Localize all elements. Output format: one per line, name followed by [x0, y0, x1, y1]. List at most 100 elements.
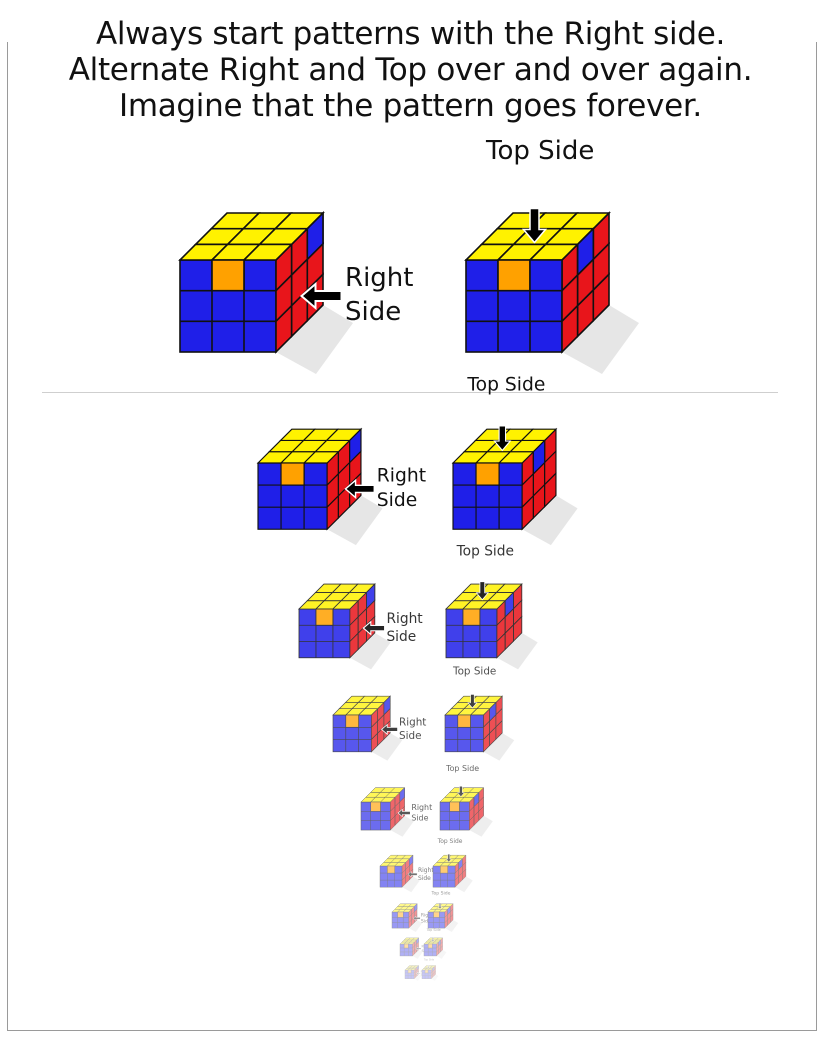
right-face-sticker: [416, 937, 419, 945]
top-face-sticker: [433, 909, 443, 913]
right-face-blue-sticker: [399, 787, 405, 803]
right-side-label: Right: [345, 263, 413, 293]
top-side-arrow-icon: [457, 786, 465, 798]
cube-shadow: [455, 876, 473, 893]
right-face-blue-sticker: [416, 937, 419, 945]
cube-shadow: [431, 974, 439, 981]
front-face: [399, 943, 413, 957]
right-face-sticker: [416, 945, 419, 953]
right-face-sticker: [447, 916, 451, 926]
top-face-sticker: [424, 968, 431, 971]
right-face-sticker: [413, 970, 416, 977]
highlight-sticker: [475, 462, 500, 486]
cube-shadow: [371, 733, 403, 761]
top-face-sticker: [427, 968, 434, 971]
right-side-label: Right: [421, 913, 433, 919]
right-side-label: Right: [418, 867, 434, 874]
right-face-sticker: [444, 908, 448, 918]
top-face-sticker: [409, 966, 415, 969]
top-face-sticker: [425, 939, 433, 943]
top-face-sticker: [413, 965, 420, 968]
right-side-arrow-icon: [415, 946, 422, 951]
right-face-sticker: [462, 868, 467, 881]
top-face-sticker: [421, 968, 428, 971]
right-face-sticker: [450, 903, 454, 913]
top-face-sticker: [429, 966, 435, 969]
top-face-sticker: [397, 909, 407, 913]
right-face-blue-sticker: [458, 858, 463, 870]
top-face-sticker: [405, 906, 415, 910]
section-divider: [42, 392, 778, 393]
right-face-sticker: [415, 966, 418, 972]
right-face-sticker: [440, 941, 443, 949]
top-face-sticker: [403, 937, 411, 941]
right-face-sticker: [436, 945, 439, 953]
right-face-sticker: [416, 941, 419, 949]
cube-right-side: [379, 854, 420, 893]
right-side-label-line2: Side: [399, 730, 421, 742]
right-face-sticker: [430, 973, 433, 980]
right-face-sticker: [450, 908, 454, 918]
cube-shadow: [483, 733, 515, 761]
right-face-sticker: [444, 919, 448, 929]
cube-top-side: [439, 787, 493, 837]
cube-right-side: [178, 211, 353, 374]
top-face-sticker: [424, 965, 430, 968]
right-face-sticker: [413, 973, 416, 980]
right-face-blue-sticker: [414, 903, 418, 913]
right-face-sticker: [413, 968, 416, 974]
top-side-label: Top Side: [466, 374, 545, 395]
right-face-blue-sticker: [504, 591, 514, 618]
top-face-sticker: [407, 965, 413, 968]
right-side-arrow-icon: [380, 723, 399, 736]
right-face-blue-sticker: [489, 701, 497, 722]
cube-top-side: [451, 427, 578, 546]
top-side-arrow-icon: [437, 902, 443, 910]
front-face: [404, 969, 415, 979]
right-face-sticker: [432, 969, 435, 975]
top-face-sticker: [427, 941, 435, 945]
right-face-sticker: [592, 272, 610, 323]
right-face-sticker: [433, 970, 436, 977]
front-face: [391, 911, 409, 929]
highlight-sticker: [433, 911, 440, 918]
right-side-label: Right: [386, 611, 423, 627]
highlight-sticker: [427, 943, 433, 949]
cube-shadow: [469, 815, 493, 837]
top-side-arrow-icon: [445, 853, 452, 863]
top-side-label: Top Side: [456, 543, 514, 559]
top-face-sticker: [396, 903, 407, 907]
cube-right-side: [399, 937, 423, 959]
right-face-blue-sticker: [532, 439, 546, 476]
right-side-label-line2: Side: [377, 490, 417, 511]
cube-right-side: [332, 695, 403, 761]
top-face-sticker: [423, 941, 431, 945]
right-side-arrow-icon: [416, 971, 421, 975]
right-face-blue-sticker: [416, 965, 419, 971]
top-face-sticker: [401, 939, 409, 943]
top-face-sticker: [411, 937, 420, 941]
right-face-sticker: [408, 908, 412, 918]
top-face-sticker: [402, 903, 412, 907]
front-face: [427, 911, 445, 929]
right-side-arrow-icon: [362, 620, 386, 636]
cube-shadow: [436, 949, 447, 959]
cube-top-side: [432, 854, 473, 893]
top-face-sticker: [429, 939, 437, 943]
right-face-sticker: [411, 911, 415, 921]
top-face-sticker: [431, 937, 439, 941]
highlight-sticker: [403, 943, 409, 949]
cube-shadow: [522, 495, 578, 546]
top-side-arrow-icon: [427, 964, 430, 969]
top-face-sticker: [399, 941, 407, 945]
top-face-sticker: [468, 787, 485, 793]
right-face-sticker: [438, 939, 441, 947]
right-face-sticker: [440, 937, 443, 945]
right-face-sticker: [433, 965, 436, 971]
top-side-arrow-icon: [431, 937, 435, 943]
